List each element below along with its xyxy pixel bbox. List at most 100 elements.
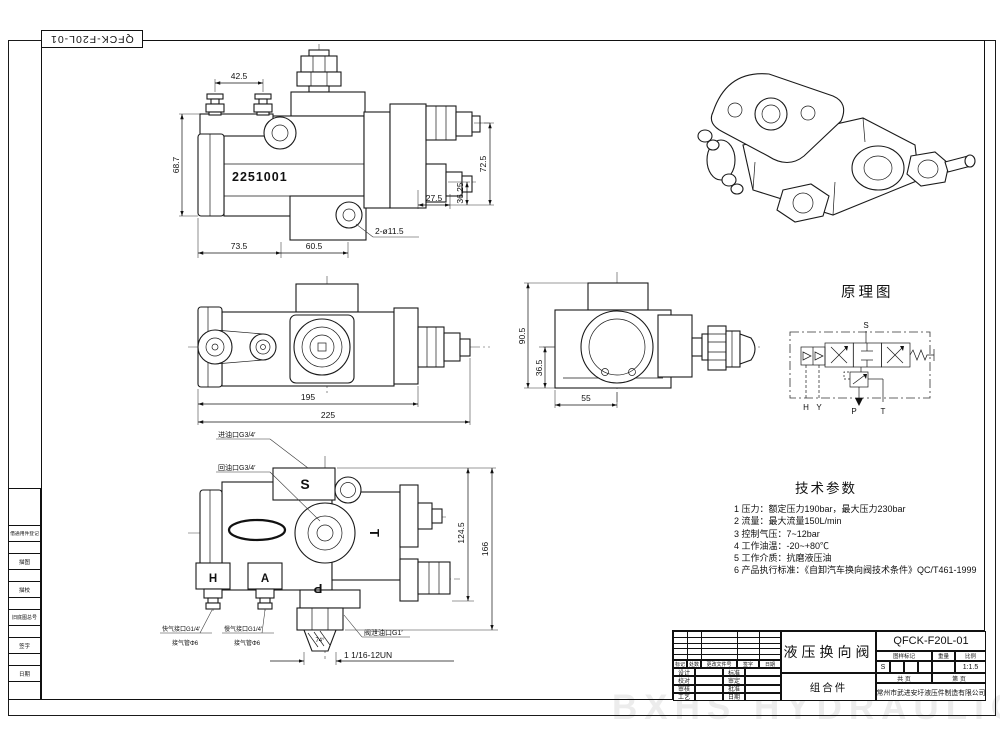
- air-fitting-right: [253, 93, 273, 116]
- rev-col-date: 日期: [759, 660, 781, 668]
- port-label-s: S: [300, 476, 309, 492]
- front-view-drawing: 195 225: [188, 276, 490, 425]
- dim-left: 73.5: [231, 241, 248, 251]
- sign-process: 工艺: [673, 692, 695, 701]
- margin-cell-tracing: 描图: [9, 554, 40, 570]
- pages-number: 第 页: [932, 673, 986, 683]
- side-view-dimensions: 42.5 68.7 73.5 60.5 2-ø11.5 27.5 36.25 7…: [171, 71, 494, 258]
- callout-air-slow: 慢气接口G1/4′: [224, 625, 263, 633]
- dim-thread: 1 1/16-12UN: [344, 650, 392, 660]
- schematic-port-t: T: [881, 407, 886, 416]
- tech-params-list: 1 压力：额定压力190bar，最大压力230bar 2 流量：最大流量150L…: [734, 503, 977, 577]
- dim-pitch: 42.5: [231, 71, 248, 81]
- schematic-port-s: S: [863, 321, 868, 330]
- revision-grid: [673, 631, 781, 660]
- air-fitting-a: [255, 588, 275, 610]
- margin-cell-signature: 签字: [9, 638, 40, 654]
- schematic-port-p: P: [851, 407, 856, 416]
- margin-cell-common-parts: 借通用件登记: [9, 526, 40, 542]
- schematic-title: 原理图: [841, 285, 894, 301]
- callout-inlet: 进油口G3/4′: [218, 430, 256, 439]
- margin-cell-blank: [9, 626, 40, 638]
- sign-blank: [695, 684, 723, 693]
- dim-inner-height: 124.5: [456, 522, 466, 544]
- callout-air-fast-pipe: 接气管Φ6: [172, 639, 199, 647]
- sign-check: 校对: [673, 676, 695, 685]
- dim-height: 68.7: [171, 156, 181, 173]
- callout-air-fast: 快气接口G1/4′: [162, 625, 201, 633]
- sign-standard: 标准: [723, 668, 745, 677]
- schematic-port-y: Y: [816, 403, 822, 412]
- sign-blank: [745, 684, 781, 693]
- margin-cell-blank: [9, 570, 40, 582]
- dim-right: 60.5: [306, 241, 323, 251]
- tech-param-item: 2 流量：最大流量150L/min: [734, 516, 842, 527]
- side-view-body: 2251001: [197, 44, 490, 241]
- tech-params-title: 技术参数: [795, 481, 857, 496]
- port-label-h: H: [209, 573, 217, 585]
- iso-stem-fitting: [944, 154, 976, 173]
- dim-view-height: 90.5: [517, 327, 527, 344]
- side-view-drawing: 2251001 42.5 68.7 73.5 60.5 2-ø11.5 27.5…: [171, 44, 494, 258]
- col-weight-header: 重量: [932, 651, 955, 661]
- margin-cell-blank: [9, 542, 40, 554]
- schematic-symbol: S H Y P T: [789, 321, 935, 416]
- margin-register-column: 借通用件登记 描图 描校 旧底图总号 签字 日期: [8, 488, 41, 700]
- mark-value: S: [876, 661, 890, 673]
- margin-cell-date: 日期: [9, 666, 40, 682]
- cast-part-number: 2251001: [232, 170, 288, 184]
- sign-examine: 审定: [723, 676, 745, 685]
- mark-blank: [890, 661, 904, 673]
- iso-air-fitting: [697, 129, 744, 195]
- cone-angle-label: 74°: [315, 638, 325, 644]
- col-mark-header: 图样标记: [876, 651, 932, 661]
- folded-sheet-label-text: QFCK-F20L-01: [50, 33, 134, 45]
- dim-holes: 2-ø11.5: [375, 226, 404, 236]
- sign-approve: 批准: [723, 684, 745, 693]
- sign-blank: [695, 676, 723, 685]
- bottom-view-drawing: S T H A P 74° 进油口G3/4′ 回油口G3/4′ 快气接口G1/4…: [160, 430, 498, 665]
- title-block: 标记 处数 更改文件号 签字 日期 设计 标准 校对 审定 审核 批准 工艺 日…: [672, 630, 986, 701]
- rev-col-count: 处数: [687, 660, 701, 668]
- pages-total: 共 页: [876, 673, 932, 683]
- dim-b: 36.25: [455, 182, 465, 204]
- air-fitting-left: [205, 93, 225, 116]
- tech-param-item: 5 工作介质：抗磨液压油: [734, 553, 832, 564]
- bottom-view-callouts: 进油口G3/4′ 回油口G3/4′ 快气接口G1/4′ 接气管Φ6 慢气接口G1…: [160, 430, 454, 665]
- end-view-drawing: 90.5 36.5 55: [517, 272, 763, 408]
- hydraulic-schematic: S H Y P T: [789, 321, 935, 416]
- drawing-number: QFCK-F20L-01: [876, 631, 986, 651]
- dim-inner-length: 195: [301, 392, 315, 402]
- port-label-p: P: [313, 581, 322, 596]
- tech-param-item: 4 工作油温：-20~+80℃: [734, 540, 830, 551]
- margin-cell-blank: [9, 598, 40, 610]
- company-name: 常州市武进安圩液压件制造有限公司: [876, 683, 986, 701]
- dim-c: 72.5: [478, 155, 488, 172]
- sign-blank: [695, 692, 723, 701]
- weight-value: [932, 661, 955, 673]
- air-fitting-h: [203, 588, 223, 610]
- margin-cell-trace-check: 描校: [9, 582, 40, 598]
- sign-blank: [745, 692, 781, 701]
- sign-audit: 审核: [673, 684, 695, 693]
- rev-col-mark: 标记: [673, 660, 687, 668]
- callout-return: 回油口G3/4′: [218, 463, 256, 472]
- dim-view-mid: 36.5: [534, 359, 544, 376]
- margin-cell-old-master-no: 旧底图总号: [9, 610, 40, 626]
- isometric-body: [697, 73, 976, 223]
- margin-cell-blank: [9, 654, 40, 666]
- schematic-port-h: H: [803, 403, 809, 412]
- sign-date: 日期: [723, 692, 745, 701]
- scale-value: 1:1.5: [955, 661, 986, 673]
- sign-blank: [745, 676, 781, 685]
- front-view-dimensions: 195 225: [197, 358, 471, 425]
- tech-param-item: 6 产品执行标准：《自卸汽车换向阀技术条件》QC/T461-1999: [734, 565, 977, 576]
- end-view-dimensions: 90.5 36.5 55: [517, 282, 618, 408]
- margin-cell-blank: [9, 682, 40, 699]
- dim-a: 27.5: [426, 193, 443, 203]
- mark-blank: [918, 661, 932, 673]
- end-view-body: [543, 272, 763, 402]
- margin-cell-blank: [9, 489, 40, 526]
- rev-col-docno: 更改文件号: [701, 660, 737, 668]
